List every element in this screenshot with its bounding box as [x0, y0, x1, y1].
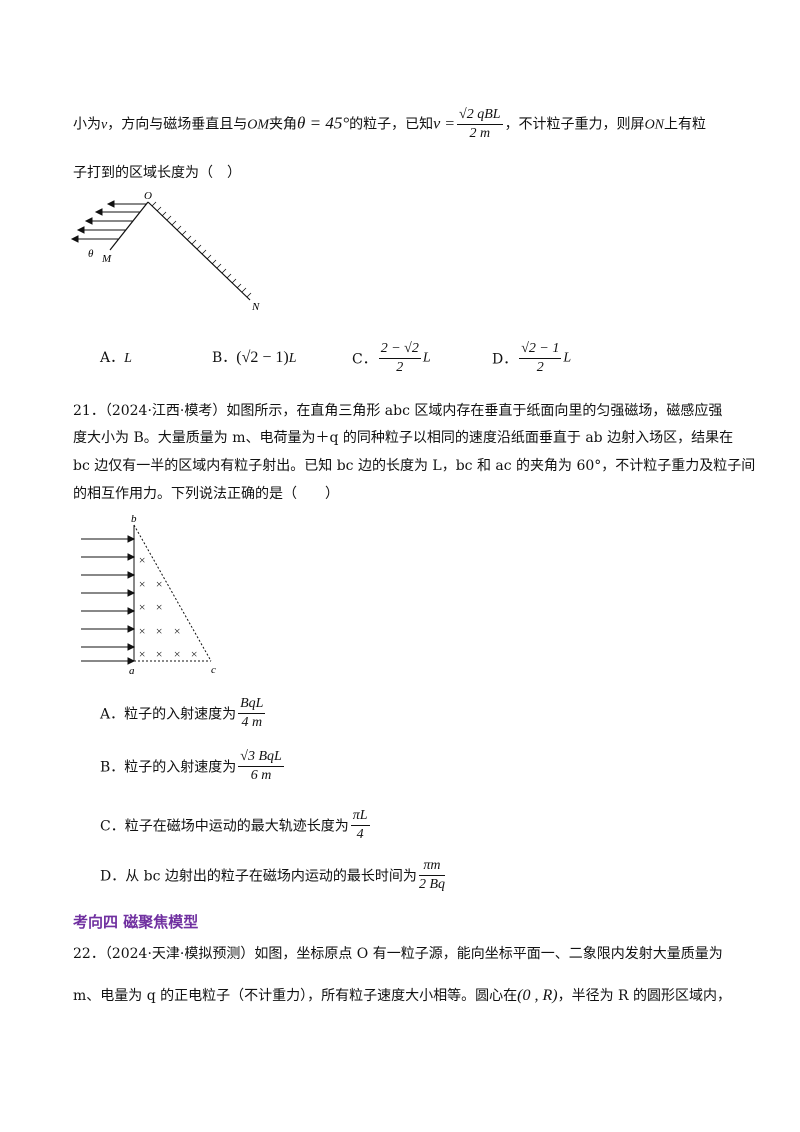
q20-option-A: A．L [100, 347, 132, 367]
option-value: (√2 − 1) [236, 349, 289, 366]
option-text: D．从 bc 边射出的粒子在磁场内运动的最长时间为 [100, 868, 417, 885]
field-cross: × [155, 647, 163, 661]
fraction-denominator: 2 [396, 360, 404, 375]
field-cross: × [138, 600, 146, 614]
fraction-numerator: πL [350, 807, 370, 826]
incident-arrows [81, 535, 136, 665]
fraction-numerator: √2 − 1 [519, 340, 562, 359]
field-cross: × [155, 577, 163, 591]
field-cross: × [155, 600, 163, 614]
var-OM: OM [247, 117, 269, 133]
fraction-denominator: 2 m [469, 126, 491, 141]
circle-center: (0 , R) [517, 987, 558, 1004]
fraction-denominator: 4 [356, 827, 364, 842]
fraction-denominator: 2 Bq [418, 877, 445, 892]
fraction-numerator: √3 BqL [238, 748, 284, 767]
edge-bc [133, 524, 212, 662]
text: 夹角 [269, 116, 297, 133]
field-crosses: × × × × × × × × × × × × [138, 553, 198, 661]
q20-figure: O M N θ [70, 190, 260, 313]
text: 的粒子，已知 [349, 116, 434, 133]
section-heading: 考向四 磁聚焦模型 [73, 913, 199, 931]
var-v: v [101, 117, 108, 133]
fraction-numerator: 2 − √2 [378, 340, 421, 359]
label-b: b [131, 513, 137, 525]
text: 小为 [73, 116, 101, 133]
option-value: L [124, 351, 132, 366]
fraction-denominator: 2 [536, 360, 544, 375]
screen-ON [147, 201, 251, 301]
option-label: D． [492, 351, 518, 368]
option-label: B． [212, 350, 237, 366]
text: ，不计粒子重力，则屏 [504, 116, 645, 133]
fraction-numerator: πm [418, 857, 445, 876]
fraction-denominator: 4 m [241, 715, 263, 730]
label-a: a [129, 665, 135, 677]
option-text: B．粒子的入射速度为 [100, 759, 237, 776]
q21-line2: 度大小为 B。大量质量为 m、电荷量为＋q 的同种粒子以相同的速度沿纸面垂直于 … [73, 430, 734, 446]
fraction-numerator: BqL [238, 695, 266, 714]
label-M: M [101, 253, 112, 265]
field-cross: × [190, 647, 198, 661]
q20-option-B: B．(√2 − 1)L [212, 347, 297, 367]
option-L: L [422, 350, 431, 366]
theta-expression: θ = 45° [297, 113, 350, 133]
q21-line3: bc 边仅有一半的区域内有粒子射出。已知 bc 边的长度为 L，bc 和 ac … [73, 458, 756, 474]
label-O: O [144, 190, 152, 202]
q22-line2: m、电量为 q 的正电粒子（不计重力），所有粒子速度大小相等。圆心在(0 , R… [73, 986, 731, 1006]
q22-line1: 22．（2024·天津·模拟预测）如图，坐标原点 O 有一粒子源，能向坐标平面一… [73, 946, 723, 962]
q21-line1: 21．（2024·江西·模考）如图所示，在直角三角形 abc 区域内存在垂直于纸… [73, 403, 723, 419]
field-cross: × [138, 647, 146, 661]
field-cross: × [173, 624, 181, 638]
line-OM [109, 201, 149, 251]
option-L: L [288, 351, 297, 366]
var-ON: ON [644, 117, 665, 133]
particle-arrows [70, 200, 146, 243]
option-label: A． [100, 350, 125, 366]
text: m、电量为 q 的正电粒子（不计重力），所有粒子速度大小相等。圆心在 [73, 988, 518, 1004]
option-L: L [563, 350, 572, 366]
fraction-denominator: 6 m [250, 768, 272, 783]
option-text: C．粒子在磁场中运动的最大轨迹长度为 [100, 818, 349, 835]
field-cross: × [138, 553, 146, 567]
text: 上有粒 [664, 116, 707, 133]
option-text: A．粒子的入射速度为 [100, 706, 237, 723]
v-lhs: v = [433, 115, 456, 133]
text: ，半径为 R 的圆形区域内， [557, 988, 732, 1004]
field-cross: × [138, 624, 146, 638]
q21-line4: 的相互作用力。下列说法正确的是（ ） [73, 486, 339, 502]
text: ，方向与磁场垂直且与 [107, 116, 248, 133]
screen-hatch [151, 201, 252, 298]
label-c: c [211, 664, 216, 676]
option-label: C． [352, 351, 377, 368]
fraction-numerator: √2 qBL [457, 106, 503, 125]
field-cross: × [155, 624, 163, 638]
q21-figure: × × × × × × × × × × × × b a c [81, 513, 216, 677]
field-cross: × [173, 647, 181, 661]
label-theta: θ [88, 248, 94, 260]
q20-line2: 子打到的区域长度为（ ） [73, 165, 241, 181]
field-cross: × [138, 577, 146, 591]
label-N: N [251, 301, 260, 313]
